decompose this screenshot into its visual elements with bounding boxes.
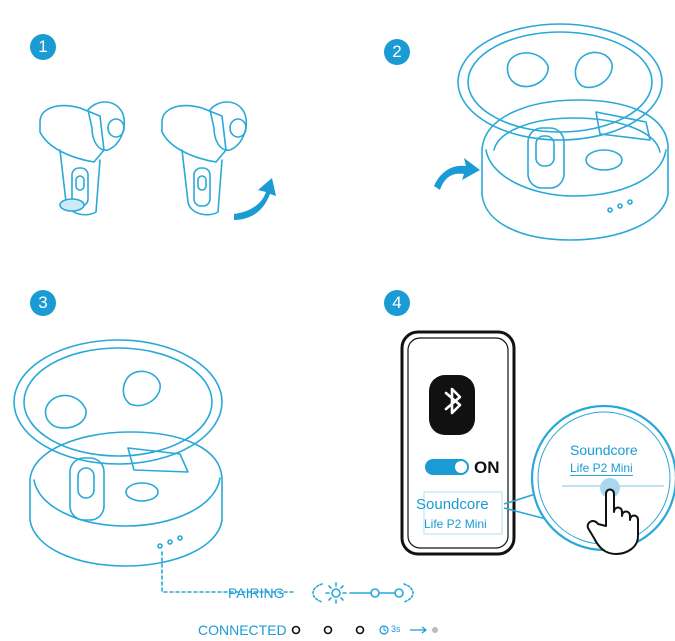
device-name-line1: Soundcore [416, 496, 489, 513]
arrow-2-icon [434, 158, 480, 190]
connected-label: CONNECTED [198, 622, 287, 638]
zoom-bubble [504, 406, 675, 554]
case-pairing-illustration [14, 340, 222, 566]
zoom-device-line1: Soundcore [570, 442, 638, 458]
device-name-line2: Life P2 Mini [424, 517, 487, 531]
connected-indicator [293, 626, 439, 634]
earbud-right-illustration [162, 102, 246, 215]
timer-label: 3s [391, 624, 401, 634]
case-open-illustration [458, 24, 668, 240]
earbud-left-illustration [40, 102, 124, 215]
pairing-label: PAIRING [228, 585, 285, 601]
zoom-device-line2: Life P2 Mini [570, 461, 633, 476]
toggle-on-label: ON [474, 458, 500, 478]
arrow-1-icon [234, 178, 276, 220]
pairing-indicator [313, 583, 413, 603]
